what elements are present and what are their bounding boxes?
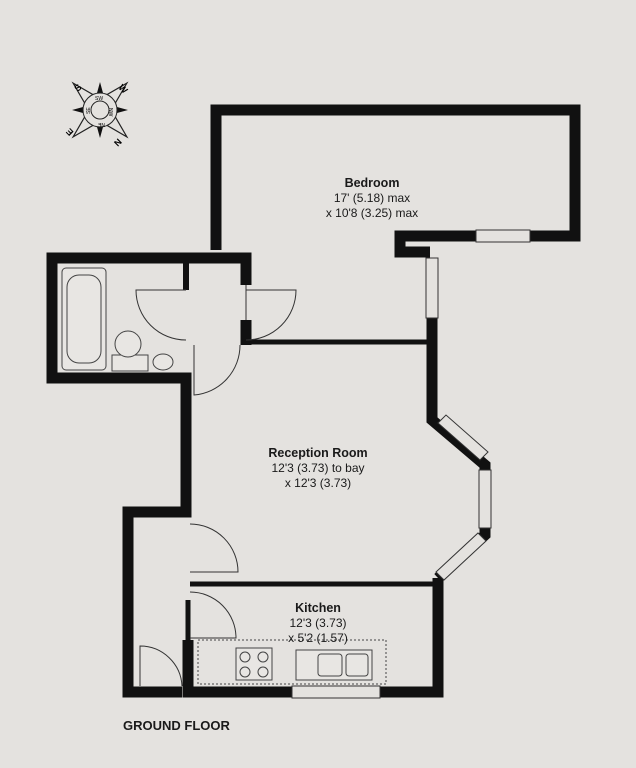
room-name: Reception Room <box>268 446 368 460</box>
windows <box>245 229 531 699</box>
room-label-kitchen: Kitchen 12'3 (3.73) x 5'2 (1.57) <box>258 601 378 646</box>
compass-letter: W <box>117 82 130 95</box>
room-name: Bedroom <box>344 176 400 190</box>
compass-letter: SE <box>86 107 92 114</box>
room-dimension: 17' (5.18) max <box>333 191 411 205</box>
compass-letter: S <box>72 82 83 93</box>
compass-rose-icon: S W N E SW NW NE SE <box>64 81 130 149</box>
compass-letter: N <box>112 137 124 149</box>
compass-letter: NE <box>97 121 105 127</box>
compass-letter: SW <box>95 96 103 102</box>
room-dimension: 12'3 (3.73) <box>289 616 347 630</box>
room-dimension: x 12'3 (3.73) <box>284 476 352 490</box>
compass-letter: NW <box>107 108 113 117</box>
walls <box>46 104 581 698</box>
room-name: Kitchen <box>295 601 341 615</box>
floor-label: GROUND FLOOR <box>123 718 230 733</box>
kitchen-fixtures <box>197 639 387 685</box>
room-dimension: x 10'8 (3.25) max <box>325 206 419 220</box>
doors <box>135 289 297 687</box>
room-label-bedroom: Bedroom 17' (5.18) max x 10'8 (3.25) max <box>292 176 452 221</box>
compass-letter: E <box>64 126 75 137</box>
sink-icon <box>152 353 174 371</box>
bathroom-fixtures <box>61 267 174 372</box>
room-label-reception: Reception Room 12'3 (3.73) to bay x 12'3… <box>238 446 398 491</box>
room-dimension: 12'3 (3.73) to bay <box>271 461 365 475</box>
room-dimension: x 5'2 (1.57) <box>288 631 348 645</box>
toilet-icon <box>111 354 149 372</box>
